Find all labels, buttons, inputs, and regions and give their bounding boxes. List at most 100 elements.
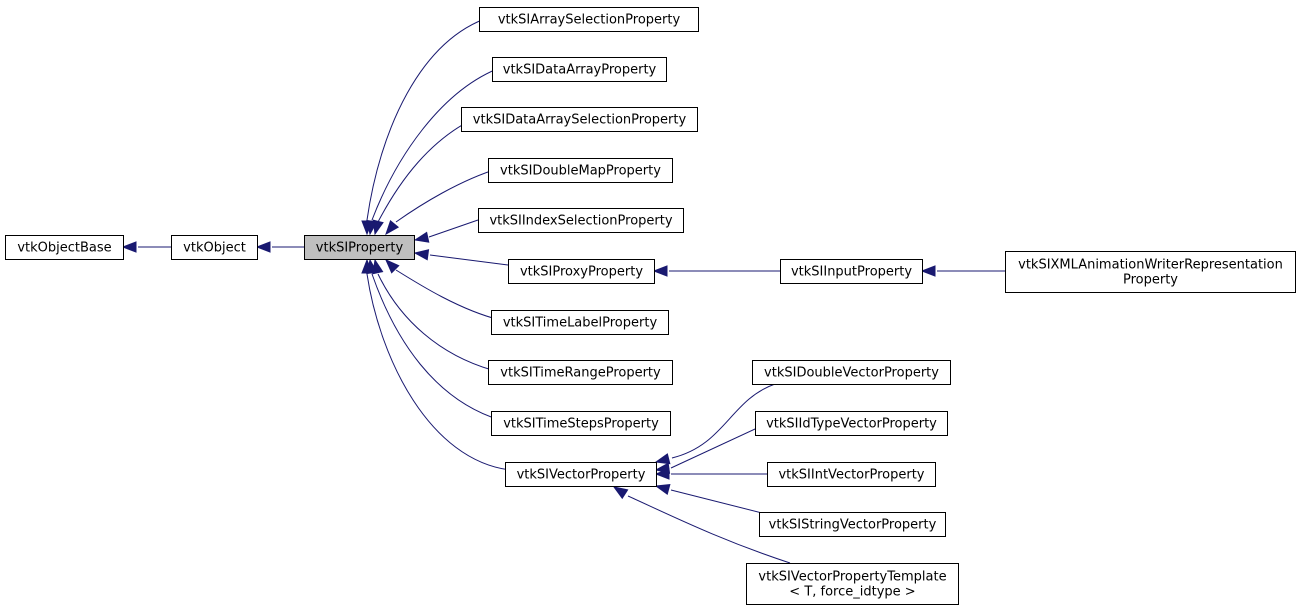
class-node-box bbox=[780, 259, 923, 284]
class-node-label: vtkSITimeLabelProperty bbox=[503, 316, 658, 331]
class-node-label: vtkObjectBase bbox=[17, 241, 111, 256]
edge-line bbox=[670, 489, 771, 516]
edge-line bbox=[429, 254, 509, 266]
edge-line bbox=[366, 273, 511, 471]
class-node-label: vtkSIArraySelectionProperty bbox=[498, 13, 681, 28]
edge-si-index-selection-property-to-si-property bbox=[413, 219, 479, 243]
class-node-label: vtkSIDataArraySelectionProperty bbox=[473, 113, 687, 128]
edge-line bbox=[371, 273, 501, 421]
class-node-si-xml-animation-writer-representation-property[interactable]: vtkSIXMLAnimationWriterRepresentationPro… bbox=[1005, 251, 1296, 293]
class-node-box bbox=[304, 235, 415, 260]
class-node-label: vtkSIIdTypeVectorProperty bbox=[766, 417, 937, 432]
class-node-si-time-label-property[interactable]: vtkSITimeLabelProperty bbox=[491, 310, 669, 335]
nodes-layer: vtkObjectBase vtkObject vtkSIProperty vtkSI… bbox=[5, 7, 1296, 605]
class-node-box bbox=[746, 563, 959, 605]
class-node-label: vtkSIXMLAnimationWriterRepresentation bbox=[1018, 258, 1283, 273]
edge-line bbox=[377, 273, 493, 371]
edge-line bbox=[428, 219, 479, 238]
class-node-label: vtkSIVectorProperty bbox=[517, 468, 646, 483]
class-node-si-string-vector-property[interactable]: vtkSIStringVectorProperty bbox=[759, 512, 946, 537]
class-node-label: < T, force_idtype > bbox=[789, 585, 915, 600]
edge-si-string-vector-property-to-si-vector-property bbox=[654, 483, 771, 516]
inheritance-arrowhead-icon bbox=[361, 258, 373, 274]
class-node-label: vtkSIStringVectorProperty bbox=[769, 518, 937, 533]
class-node-box bbox=[505, 462, 657, 487]
inheritance-arrowhead-icon bbox=[652, 265, 668, 277]
class-node-si-double-map-property[interactable]: vtkSIDoubleMapProperty bbox=[488, 158, 673, 183]
inheritance-arrowhead-icon bbox=[121, 241, 137, 253]
inheritance-arrowhead-icon bbox=[920, 265, 936, 277]
class-node-label: Property bbox=[1123, 273, 1178, 288]
class-node-box bbox=[478, 208, 684, 233]
class-node-label: vtkSIDoubleMapProperty bbox=[500, 164, 661, 179]
class-node-object[interactable]: vtkObject bbox=[171, 235, 258, 260]
class-node-si-double-vector-property[interactable]: vtkSIDoubleVectorProperty bbox=[752, 360, 951, 385]
class-node-box bbox=[171, 235, 258, 260]
inheritance-arrowhead-icon bbox=[654, 483, 671, 496]
edge-si-time-range-property-to-si-property bbox=[372, 258, 493, 371]
edge-si-vector-property-to-si-property bbox=[361, 258, 511, 471]
class-node-si-time-range-property[interactable]: vtkSITimeRangeProperty bbox=[488, 360, 673, 385]
edge-line bbox=[371, 66, 503, 221]
class-node-label: vtkSIVectorPropertyTemplate bbox=[758, 570, 946, 585]
edge-si-proxy-property-to-si-property bbox=[413, 249, 509, 266]
class-node-box bbox=[492, 57, 667, 82]
edge-si-double-map-property-to-si-property bbox=[385, 167, 501, 236]
edge-si-id-type-vector-property-to-si-vector-property bbox=[654, 422, 769, 474]
inheritance-arrowhead-icon bbox=[413, 231, 430, 243]
edge-si-double-vector-property-to-si-vector-property bbox=[654, 383, 776, 465]
edge-line bbox=[671, 383, 776, 459]
class-node-si-index-selection-property[interactable]: vtkSIIndexSelectionProperty bbox=[478, 208, 684, 233]
edge-si-time-label-property-to-si-property bbox=[385, 259, 501, 321]
class-node-box bbox=[767, 462, 936, 487]
inheritance-arrowhead-icon bbox=[385, 219, 400, 236]
edge-line bbox=[627, 495, 791, 564]
class-node-label: vtkSITimeStepsProperty bbox=[503, 417, 659, 432]
class-node-box bbox=[491, 310, 669, 335]
class-node-box bbox=[508, 259, 655, 284]
edge-line bbox=[395, 167, 501, 223]
edge-si-int-vector-property-to-si-vector-property bbox=[654, 468, 767, 480]
class-node-label: vtkSIDataArrayProperty bbox=[503, 63, 657, 78]
inheritance-arrowhead-icon bbox=[612, 486, 629, 500]
class-node-object-base[interactable]: vtkObjectBase bbox=[5, 235, 124, 260]
class-node-label: vtkObject bbox=[183, 241, 246, 256]
edge-object-to-object-base bbox=[121, 241, 171, 253]
class-node-si-int-vector-property[interactable]: vtkSIIntVectorProperty bbox=[767, 462, 936, 487]
class-node-box bbox=[1005, 251, 1296, 293]
class-node-si-data-array-selection-property[interactable]: vtkSIDataArraySelectionProperty bbox=[461, 107, 698, 132]
inheritance-arrowhead-icon bbox=[385, 259, 400, 274]
inheritance-arrowhead-icon bbox=[372, 219, 384, 236]
inheritance-arrowhead-icon bbox=[413, 249, 430, 261]
class-node-box bbox=[491, 411, 671, 436]
inheritance-arrowhead-icon bbox=[255, 241, 271, 253]
class-node-box bbox=[488, 360, 673, 385]
class-node-si-data-array-property[interactable]: vtkSIDataArrayProperty bbox=[492, 57, 667, 82]
class-node-box bbox=[479, 7, 699, 32]
edge-si-xml-animation-writer-representation-property-to-si-input-property bbox=[920, 265, 1005, 277]
class-node-si-input-property[interactable]: vtkSIInputProperty bbox=[780, 259, 923, 284]
class-node-label: vtkSIProxyProperty bbox=[520, 265, 643, 280]
class-node-box bbox=[5, 235, 124, 260]
class-node-si-proxy-property[interactable]: vtkSIProxyProperty bbox=[508, 259, 655, 284]
edge-si-input-property-to-si-proxy-property bbox=[652, 265, 780, 277]
class-node-box bbox=[755, 411, 948, 436]
inheritance-arrowhead-icon bbox=[654, 453, 671, 465]
class-node-si-id-type-vector-property[interactable]: vtkSIIdTypeVectorProperty bbox=[755, 411, 948, 436]
edge-si-property-to-object bbox=[255, 241, 304, 253]
class-node-si-property[interactable]: vtkSIProperty bbox=[304, 235, 415, 260]
class-node-box bbox=[759, 512, 946, 537]
class-node-label: vtkSIInputProperty bbox=[791, 265, 912, 280]
class-node-si-time-steps-property[interactable]: vtkSITimeStepsProperty bbox=[491, 411, 671, 436]
class-node-label: vtkSIIndexSelectionProperty bbox=[489, 214, 672, 229]
class-node-label: vtkSIProperty bbox=[316, 241, 404, 256]
class-node-box bbox=[461, 107, 698, 132]
edge-line bbox=[377, 117, 476, 223]
edges-layer bbox=[121, 16, 1005, 564]
edge-si-data-array-selection-property-to-si-property bbox=[372, 117, 476, 236]
class-node-si-vector-property[interactable]: vtkSIVectorProperty bbox=[505, 462, 657, 487]
class-node-si-array-selection-property[interactable]: vtkSIArraySelectionProperty bbox=[479, 7, 699, 32]
class-node-si-vector-property-template[interactable]: vtkSIVectorPropertyTemplate< T, force_id… bbox=[746, 563, 959, 605]
edge-si-time-steps-property-to-si-property bbox=[366, 258, 501, 421]
